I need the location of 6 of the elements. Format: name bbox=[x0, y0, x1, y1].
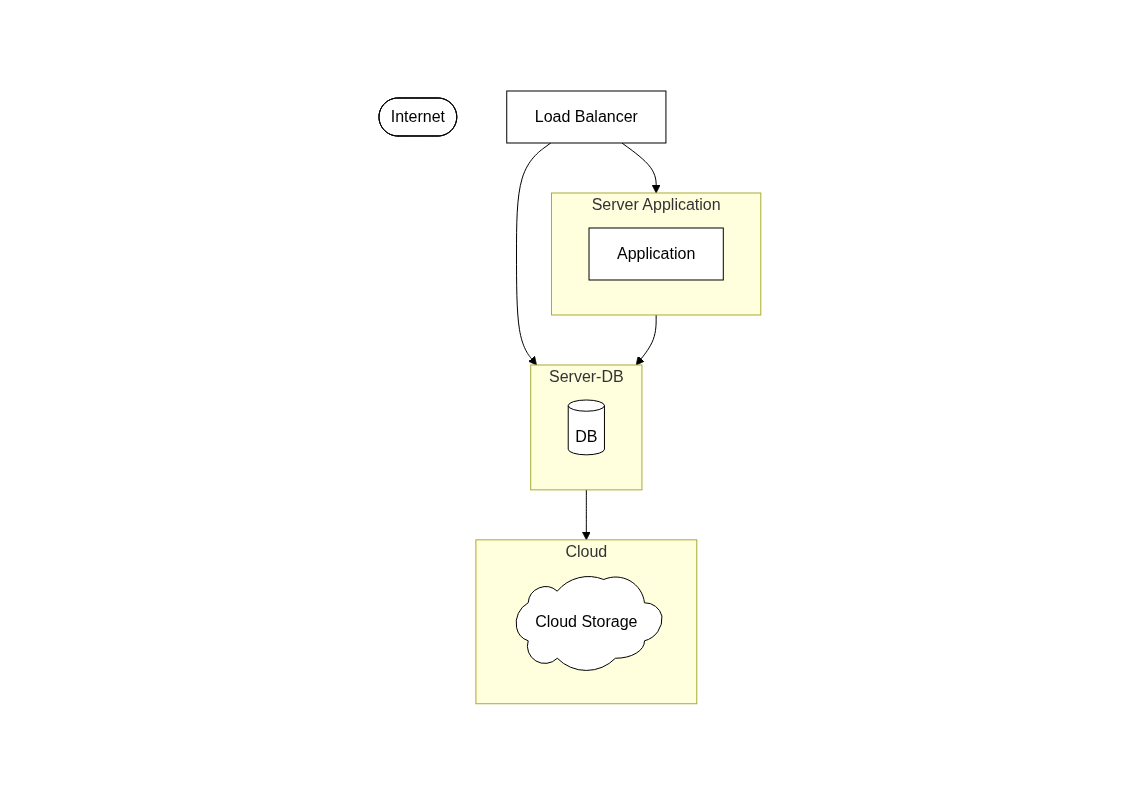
arrow bbox=[515, 142, 551, 365]
node-box: Load Balancer bbox=[505, 90, 666, 144]
arrow bbox=[581, 488, 591, 540]
arrow bbox=[621, 142, 661, 193]
arrow bbox=[635, 314, 657, 365]
node-box: Application bbox=[588, 227, 724, 281]
